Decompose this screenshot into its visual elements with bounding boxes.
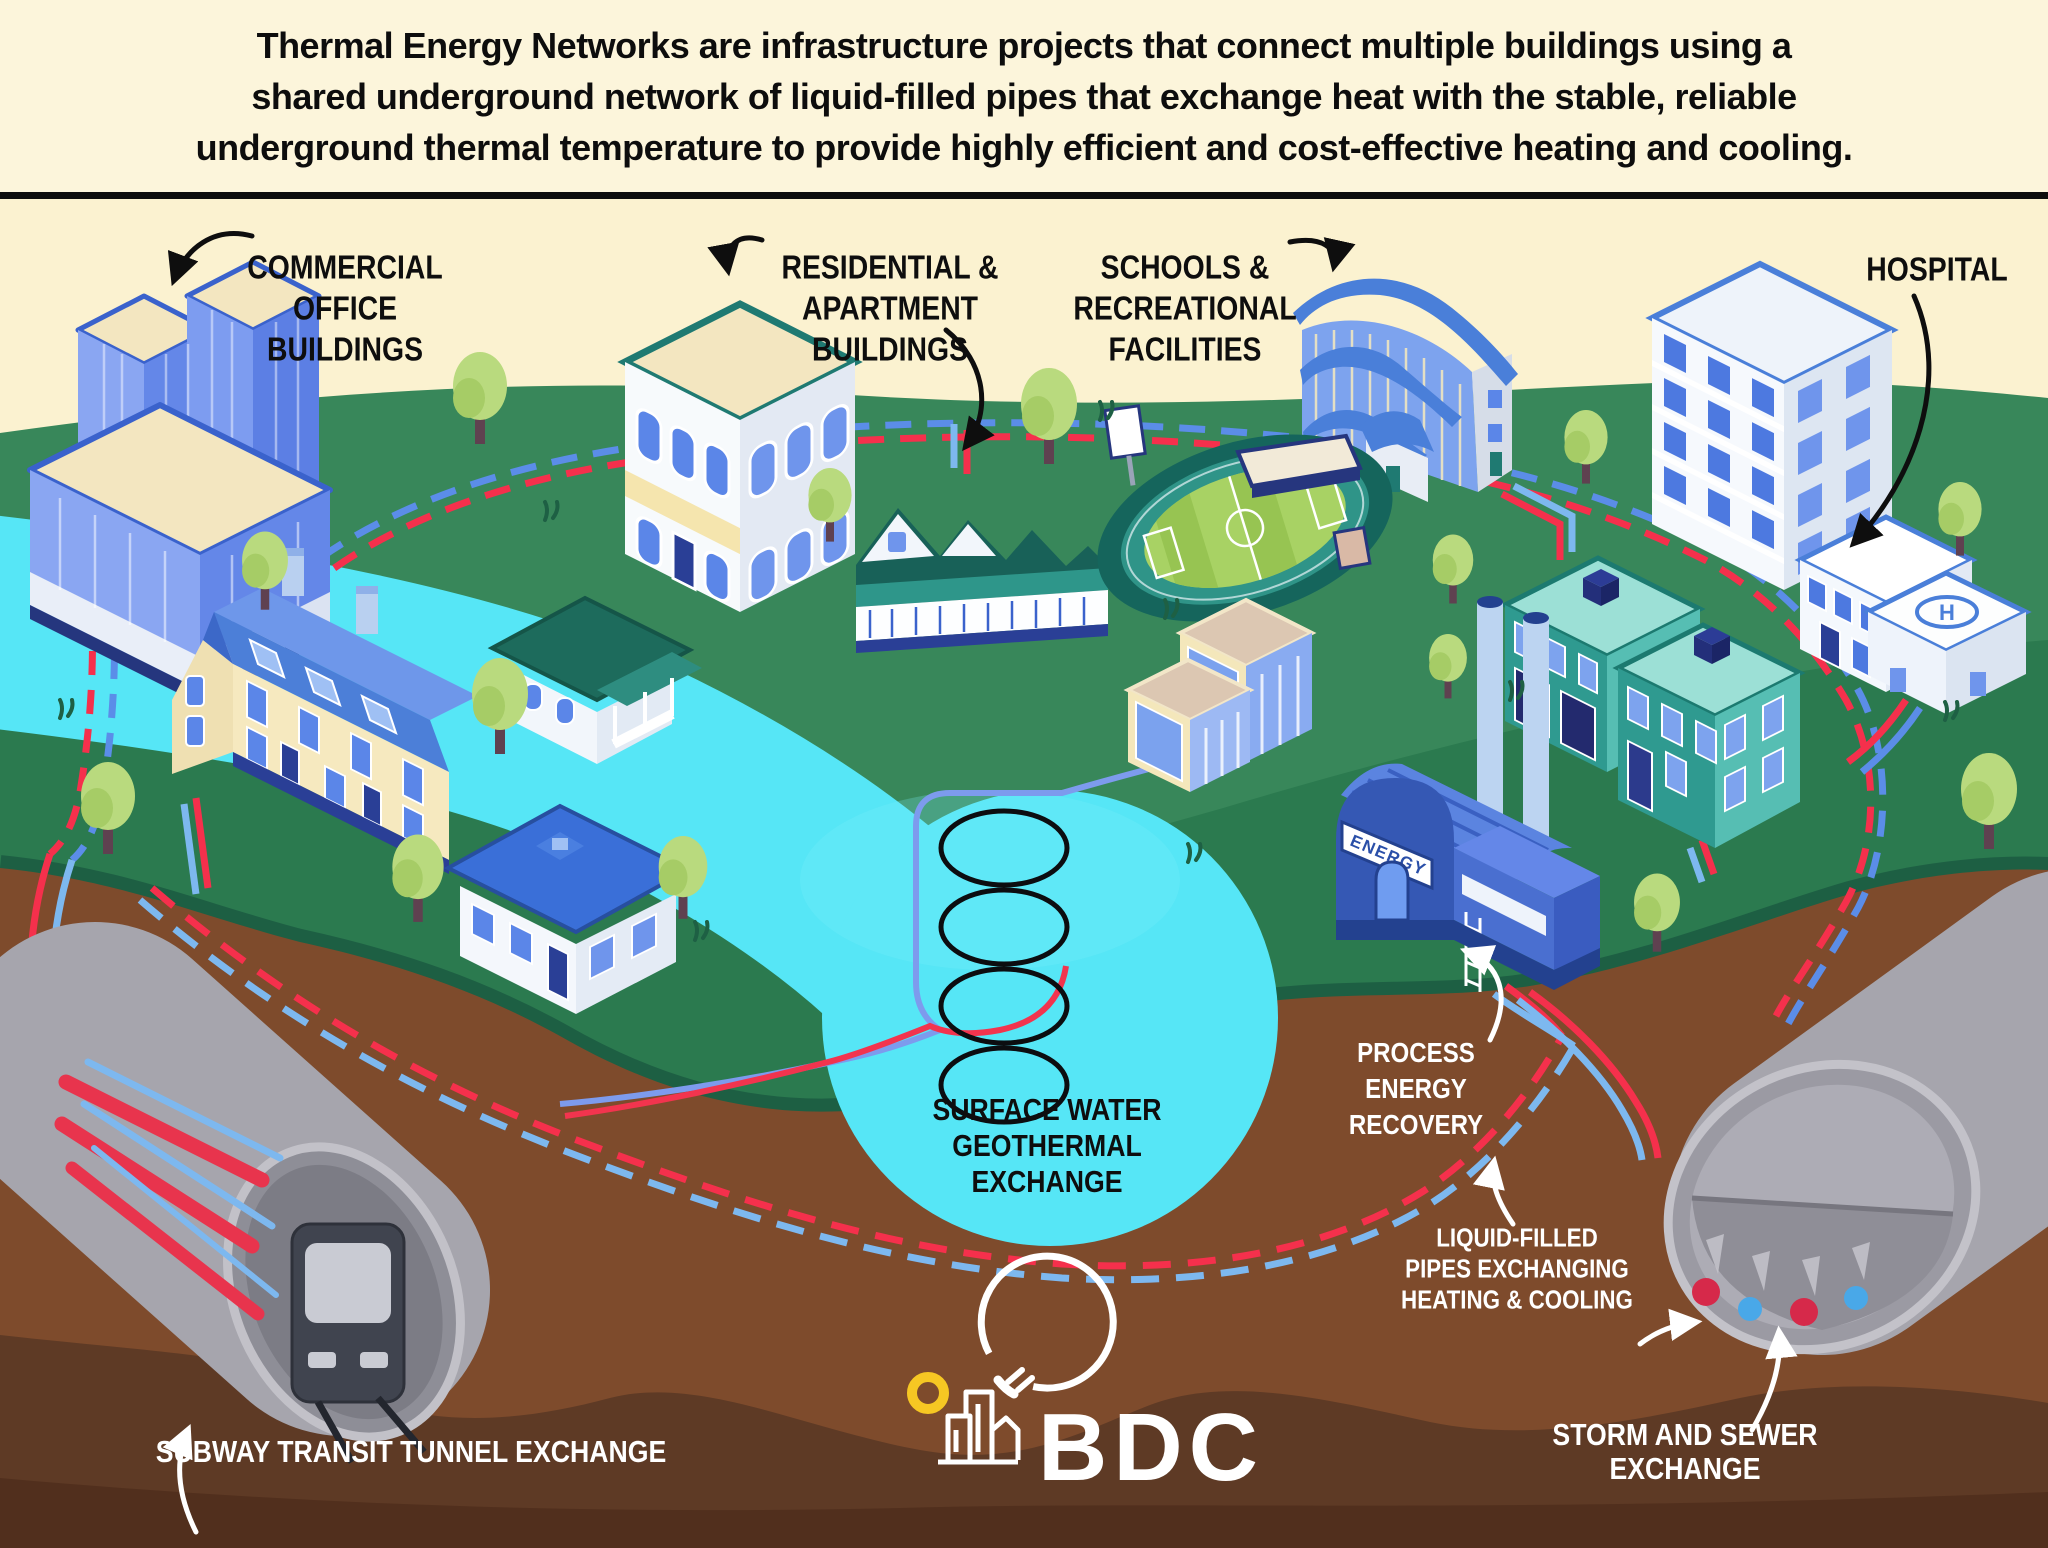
label-surface-water-geothermal-exchange: SURFACE WATER GEOTHERMAL EXCHANGE [932, 1092, 1162, 1199]
page-title: Thermal Energy Networks are infrastructu… [195, 25, 1853, 168]
label-residential-apartment-buildings: RESIDENTIAL & APARTMENT BUILDINGS [781, 248, 999, 368]
soil-deep-layer [0, 1478, 2048, 1548]
bdc-logo-text: BDC [1038, 1394, 1264, 1501]
sewer-pipe-supports [1706, 1234, 1870, 1296]
label-hospital: HOSPITAL [1866, 250, 2008, 288]
subway-tunnel [0, 922, 490, 1464]
arrow-residential-long [943, 327, 995, 452]
heat-exchange-coil-icon [559, 745, 1231, 1125]
label-process-energy-recovery: PROCESS ENERGY RECOVERY [1348, 1037, 1484, 1140]
storm-sewer-pipe [1663, 872, 2048, 1355]
pond [822, 790, 1278, 1246]
hospital-building: H [1794, 514, 2032, 714]
stadium-billboard [1103, 404, 1147, 486]
label-subway-transit-tunnel-exchange: SUBWAY TRANSIT TUNNEL EXCHANGE [155, 1434, 667, 1469]
field-sign [1332, 525, 1372, 571]
sewer-pipe-dots [1692, 1278, 1868, 1326]
residential-apartment-building [617, 300, 863, 612]
logo-skyline-icon [938, 1389, 1021, 1465]
grandstand [1235, 433, 1363, 498]
label-liquid-filled-pipes: LIQUID-FILLED PIPES EXCHANGING HEATING &… [1401, 1222, 1633, 1315]
helipad-letter: H [1939, 600, 1955, 625]
logo-plug-icon [993, 1367, 1035, 1399]
bdc-logo-icon [907, 1252, 1117, 1465]
label-schools-recreational-facilities: SCHOOLS & RECREATIONAL FACILITIES [1073, 248, 1297, 368]
glass-office-building [1123, 597, 1317, 792]
helipad: H [1862, 570, 2032, 714]
arrow-hospital [1849, 293, 1932, 548]
label-commercial-office-buildings: COMMERCIAL OFFICE BUILDINGS [247, 248, 443, 368]
bdc-logo: BDC [907, 1252, 1264, 1501]
row-houses [172, 548, 478, 874]
tunnel-heat-pipes [54, 1058, 284, 1321]
house-blue-roof [443, 803, 693, 1014]
sports-field [1097, 404, 1393, 622]
annotation-arrows [162, 231, 1932, 1535]
arrow-residential [707, 235, 765, 277]
house-teal-roof [487, 595, 702, 764]
arrow-schools [1287, 237, 1356, 273]
energy-plant: ENERGY [1336, 596, 1600, 992]
header-band: Thermal Energy Networks are infrastructu… [0, 0, 2048, 199]
arrow-commercial [167, 231, 255, 287]
trees [81, 352, 2017, 952]
logo-sun-icon [907, 1372, 949, 1414]
grass-tufts [58, 400, 1960, 942]
arrow-liquid-pipes-up [1472, 1155, 1516, 1227]
townhouses-teal [856, 508, 1108, 653]
soil-dark-layer [0, 1335, 2048, 1548]
subway-train [290, 1222, 427, 1464]
arrow-subway [162, 1424, 199, 1535]
arrow-process-energy [1459, 945, 1504, 1043]
label-storm-and-sewer-exchange: STORM AND SEWER EXCHANGE [1552, 1417, 1818, 1486]
school-building [1293, 278, 1518, 502]
arrow-liquid-pipes-right [1637, 1308, 1703, 1347]
teal-apartment-buildings [1499, 555, 1806, 848]
arrow-storm-sewer [1749, 1325, 1798, 1433]
